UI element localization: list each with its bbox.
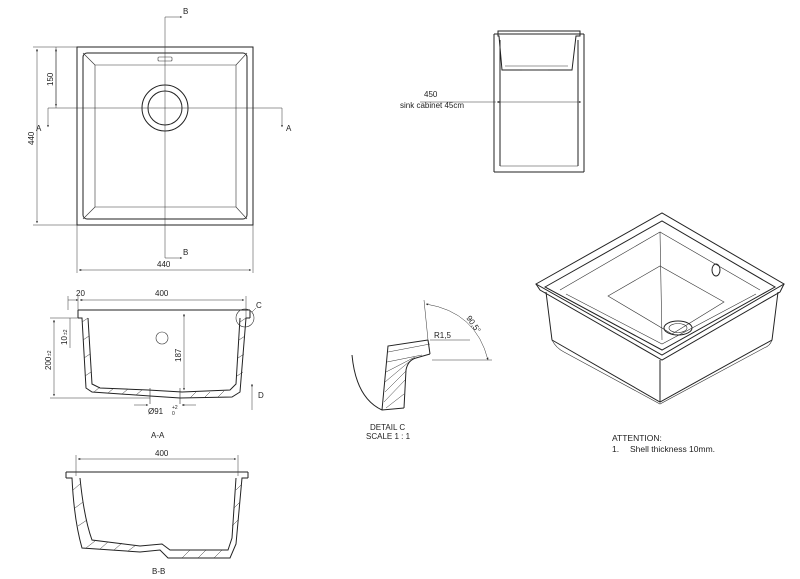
cabinet-width-dimension: 450 bbox=[424, 90, 438, 99]
top-view: B B A A 440 150 440 bbox=[27, 7, 292, 273]
detail-c: R1,5 90,5° DETAIL C SCALE 1 : 1 bbox=[351, 299, 492, 441]
attention-heading: ATTENTION: bbox=[612, 433, 662, 443]
bb-hatching bbox=[72, 483, 243, 559]
iso-rim-outline bbox=[543, 220, 777, 351]
iso-shell bbox=[545, 291, 779, 403]
detail-c-title: DETAIL C bbox=[370, 423, 405, 432]
section-aa: Ø91 +2 0 20 400 200 ±2 10 ±2 187 C D A-A bbox=[44, 289, 264, 440]
aa-hatching bbox=[81, 317, 247, 399]
detail-c-marker: C bbox=[256, 301, 262, 310]
depth-dimension: 200 bbox=[44, 356, 53, 370]
attention-item-text: Shell thickness 10mm. bbox=[630, 444, 715, 454]
bb-width-dimension: 400 bbox=[155, 449, 169, 458]
wall-tolerance: ±2 bbox=[63, 329, 69, 335]
section-a-right-label: A bbox=[286, 124, 292, 133]
isometric-view bbox=[534, 212, 785, 405]
iso-drain bbox=[663, 320, 693, 336]
section-b-top-label: B bbox=[183, 7, 188, 16]
cabinet-view: 450 sink cabinet 45cm bbox=[400, 30, 585, 173]
section-aa-caption: A-A bbox=[151, 431, 165, 440]
attention-note: ATTENTION: 1. Shell thickness 10mm. bbox=[612, 433, 715, 454]
radius-dimension: R1,5 bbox=[434, 331, 451, 340]
drain-tol-lower: 0 bbox=[172, 411, 175, 417]
cabinet-caption: sink cabinet 45cm bbox=[400, 101, 464, 110]
attention-item-number: 1. bbox=[612, 444, 619, 454]
width-dimension: 440 bbox=[157, 260, 171, 269]
angle-dimension: 90,5° bbox=[464, 314, 482, 335]
drain-tol-upper: +2 bbox=[172, 405, 178, 411]
view-d-marker: D bbox=[258, 391, 264, 400]
bb-outer-profile bbox=[66, 477, 248, 559]
iso-overflow bbox=[711, 263, 721, 277]
section-b-bottom-label: B bbox=[183, 248, 188, 257]
depth-tolerance: ±2 bbox=[47, 350, 53, 356]
section-a-left-label: A bbox=[36, 124, 42, 133]
section-bb-caption: B-B bbox=[152, 567, 165, 576]
overflow-hole bbox=[155, 331, 169, 345]
detail-c-circle bbox=[235, 308, 255, 328]
section-bb: 400 B-B bbox=[65, 449, 249, 576]
aa-inner-profile bbox=[87, 317, 241, 393]
detail-c-scale: SCALE 1 : 1 bbox=[366, 432, 411, 441]
wall-dimension: 10 bbox=[60, 336, 69, 345]
aa-outer-profile bbox=[78, 317, 250, 399]
height-dimension: 440 bbox=[27, 131, 36, 145]
detail-c-hatching bbox=[383, 343, 431, 409]
cabinet-sink-profile bbox=[497, 30, 581, 71]
drain-offset-dimension: 150 bbox=[46, 72, 55, 86]
rim-dimension: 20 bbox=[76, 289, 85, 298]
drain-dimension: Ø91 bbox=[148, 407, 164, 416]
bb-inner-profile bbox=[79, 477, 237, 551]
aa-width-dimension: 400 bbox=[155, 289, 169, 298]
sink-basin-outline bbox=[94, 64, 237, 208]
inner-depth-dimension: 187 bbox=[174, 348, 183, 362]
